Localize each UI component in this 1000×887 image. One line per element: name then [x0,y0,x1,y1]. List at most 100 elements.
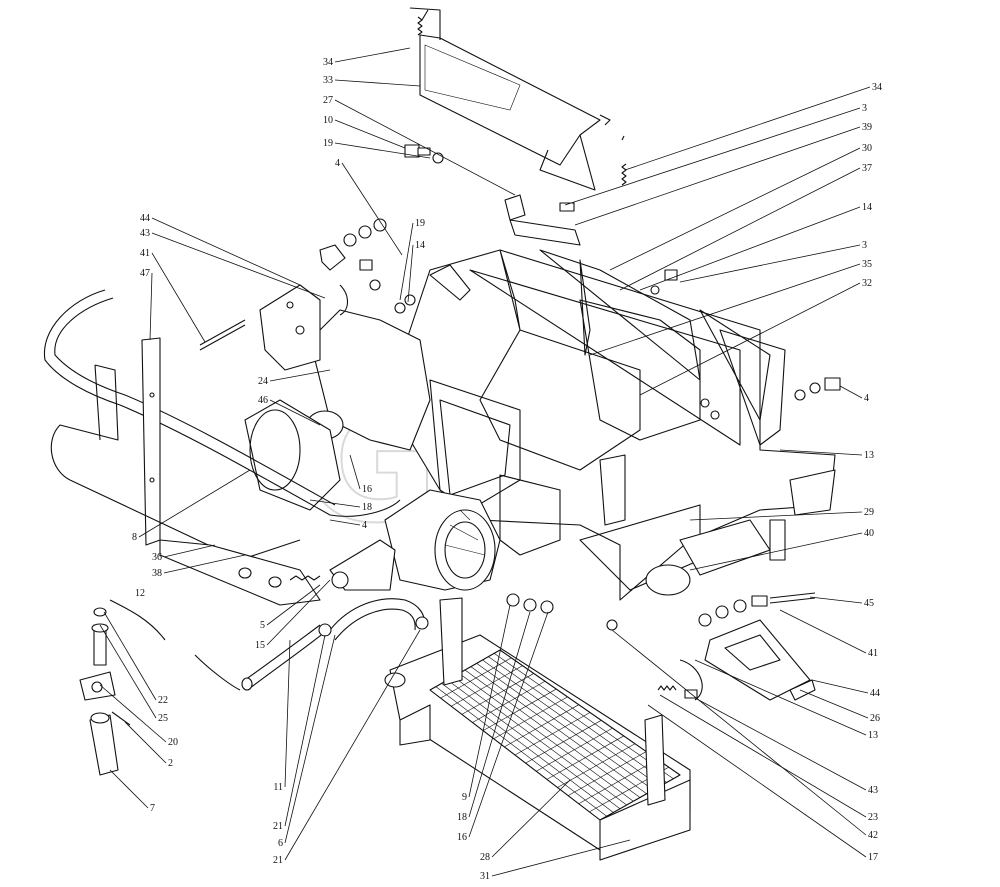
callout-label: 41 [140,248,150,259]
callout-label: 18 [457,812,467,823]
leader-line [839,385,863,399]
leader-line [341,162,403,256]
callout-label: 10 [323,115,333,126]
leader-line [284,629,421,861]
leader-line [138,469,251,538]
leader-line [639,206,861,291]
callout-label: 35 [862,259,872,270]
callout-label: 14 [415,240,425,251]
callout-label: 20 [168,737,178,748]
part-strip-47 [141,337,161,546]
leader-line [284,639,291,788]
leader-line [334,79,421,87]
callout-label: 7 [150,803,155,814]
leader-line [619,167,861,291]
callout-label: 24 [258,376,268,387]
leader-line [694,659,867,736]
callout-label: 4 [335,158,340,169]
part-lid-flap-33 [409,7,611,191]
part-clip-bolts-top-left [319,218,416,316]
leader-line [468,604,511,798]
leader-line [334,99,516,196]
leader-line [399,222,414,301]
callout-label: 2 [168,758,173,769]
part-motor-bracket-44 [259,284,321,371]
callout-label: 3 [862,240,867,251]
callout-label: 22 [158,695,168,706]
leader-line [266,584,321,626]
leader-line [611,629,867,836]
leader-line [679,244,861,283]
callout-label: 19 [323,138,333,149]
part-right-fittings [606,592,816,701]
callout-label: 8 [132,532,137,543]
callout-label: 37 [862,163,872,174]
leader-line [589,263,861,356]
leader-line [99,624,157,719]
callout-label: 16 [457,832,467,843]
callout-label: 29 [864,507,874,518]
leader-line [491,839,631,877]
callout-label: 18 [362,502,372,513]
callout-label: 17 [868,852,878,863]
leader-line [266,579,331,646]
callout-label: 26 [870,713,880,724]
callout-label: 41 [868,648,878,659]
callout-label: 3 [862,103,867,114]
callout-label: 23 [868,812,878,823]
part-wire-12 [109,599,241,691]
leader-line [694,697,867,791]
part-tube-frame-8 [43,289,401,517]
leader-line [564,107,861,206]
part-heater-housing [399,249,836,601]
callout-label: 44 [140,213,150,224]
callout-label: 21 [273,821,283,832]
leader-line [468,611,549,838]
leader-line [334,119,406,149]
callout-label: 4 [864,393,869,404]
callout-label: 33 [323,75,333,86]
callout-label: 4 [362,520,367,531]
callout-label: 30 [862,143,872,154]
leader-line [689,511,863,521]
callout-label: 32 [862,278,872,289]
callout-label: 13 [868,730,878,741]
callout-label: 14 [862,202,872,213]
part-fan-blower [244,309,501,591]
callout-label: 44 [870,688,880,699]
leader-line [349,454,361,490]
part-bar-38 [159,539,321,606]
leader-line [647,704,867,858]
leader-line [151,252,206,343]
leader-line [334,47,411,63]
leader-line [468,611,531,818]
part-link-bracket-5 [289,539,396,591]
callout-label: 40 [864,528,874,539]
part-bracket-26 [704,619,816,701]
callout-label: 34 [872,82,882,93]
leader-line [574,126,861,226]
callout-label: 46 [258,395,268,406]
leader-line [269,399,321,426]
leader-line [103,611,157,701]
callout-label: 27 [323,95,333,106]
leader-line [799,689,869,719]
leader-line [609,147,861,271]
part-rod-41-left [199,319,246,351]
leader-line [809,596,863,604]
part-hose-21 [318,598,429,641]
leader-line [109,769,149,809]
leader-line [284,634,326,827]
callout-labels: 3433271019419144443414724461618483638125… [132,57,882,882]
leader-line [99,684,167,743]
leader-line [151,232,326,299]
part-spring-34-right [621,135,627,186]
part-radiator-core-31 [384,597,691,861]
callout-label: 9 [462,792,467,803]
leader-line [659,694,867,818]
leader-line [269,369,331,382]
callout-label: 12 [135,588,145,599]
leader-line [334,142,431,159]
callout-label: 43 [868,785,878,796]
callout-label: 11 [273,782,283,793]
